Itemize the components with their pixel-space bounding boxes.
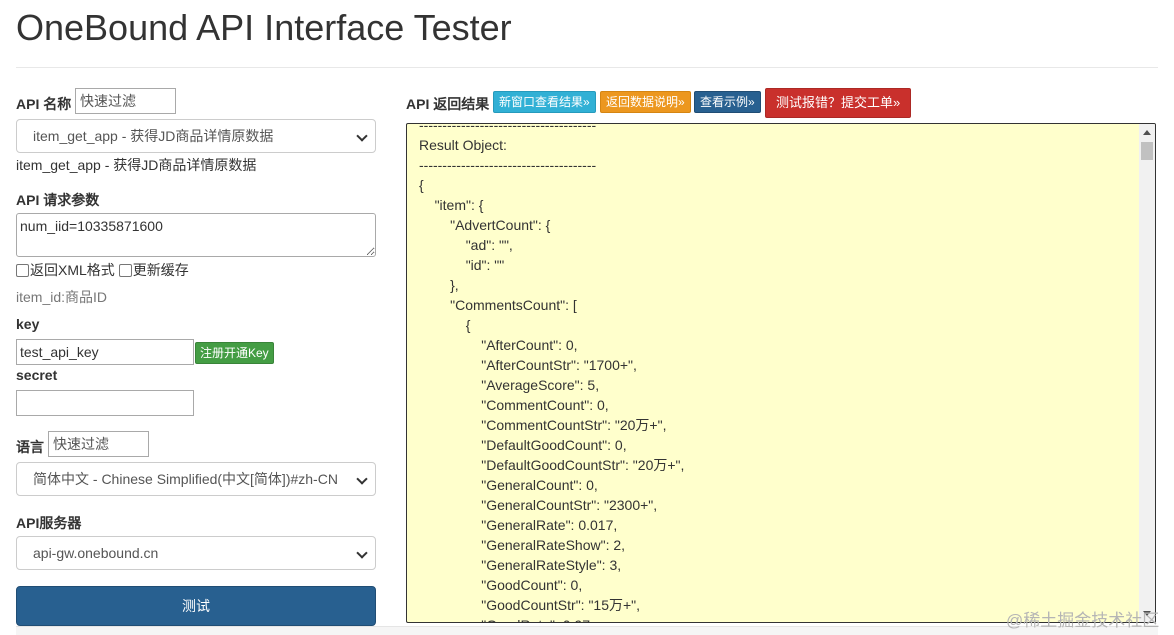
chevron-down-icon xyxy=(356,547,368,559)
xml-checkbox[interactable] xyxy=(16,263,29,277)
key-input[interactable] xyxy=(16,339,194,365)
params-label: API 请求参数 xyxy=(16,192,100,208)
api-select-value: item_get_app - 获得JD商品详情原数据 xyxy=(33,128,274,144)
data-doc-button[interactable]: 返回数据说明» xyxy=(600,91,691,113)
example-button[interactable]: 查看示例» xyxy=(694,91,761,113)
page-title: OneBound API Interface Tester xyxy=(16,7,512,48)
params-textarea[interactable]: num_iid=10335871600 xyxy=(16,213,376,257)
chevron-down-icon xyxy=(356,473,368,485)
header-divider xyxy=(16,67,1158,68)
api-description: item_get_app - 获得JD商品详情原数据 xyxy=(16,157,257,173)
api-select[interactable]: item_get_app - 获得JD商品详情原数据 xyxy=(16,119,376,153)
register-key-button[interactable]: 注册开通Key xyxy=(195,342,274,364)
watermark: @稀土掘金技术社区 xyxy=(1006,611,1160,630)
cache-checkbox[interactable] xyxy=(118,263,132,277)
scroll-up-arrow-icon[interactable] xyxy=(1143,130,1151,135)
chevron-down-icon xyxy=(356,130,368,142)
scroll-down-arrow-icon[interactable] xyxy=(1143,611,1151,616)
xml-checkbox-label: 返回XML格式 xyxy=(30,262,115,278)
language-label: 语言 xyxy=(16,439,44,455)
key-label: key xyxy=(16,316,40,332)
report-issue-button[interactable]: 测试报错？提交工单» xyxy=(765,88,912,118)
scrollbar-thumb[interactable] xyxy=(1141,142,1153,160)
server-select-value: api-gw.onebound.cn xyxy=(33,545,159,561)
api-name-label: API 名称 xyxy=(16,96,72,112)
server-label: API服务器 xyxy=(16,515,82,531)
result-panel[interactable]: -------------------------------------- R… xyxy=(406,123,1156,623)
new-window-button[interactable]: 新窗口查看结果» xyxy=(493,91,596,113)
secret-input[interactable] xyxy=(16,390,194,416)
language-select[interactable]: 简体中文 - Chinese Simplified(中文[简体])#zh-CN xyxy=(16,462,376,496)
result-label: API 返回结果 xyxy=(406,96,490,112)
api-filter-input[interactable] xyxy=(75,88,176,114)
test-button[interactable]: 测试 xyxy=(16,586,376,626)
bottom-strip xyxy=(16,626,1158,635)
result-scrollbar[interactable] xyxy=(1139,124,1155,622)
secret-label: secret xyxy=(16,367,58,383)
cache-checkbox-label: 更新缓存 xyxy=(132,262,189,278)
server-select[interactable]: api-gw.onebound.cn xyxy=(16,536,376,570)
params-hint: item_id:商品ID xyxy=(16,289,108,305)
language-filter-input[interactable] xyxy=(48,431,149,457)
options-row: 返回XML格式 更新缓存 xyxy=(16,260,189,280)
result-content: -------------------------------------- R… xyxy=(419,123,685,622)
language-select-value: 简体中文 - Chinese Simplified(中文[简体])#zh-CN xyxy=(33,471,338,487)
